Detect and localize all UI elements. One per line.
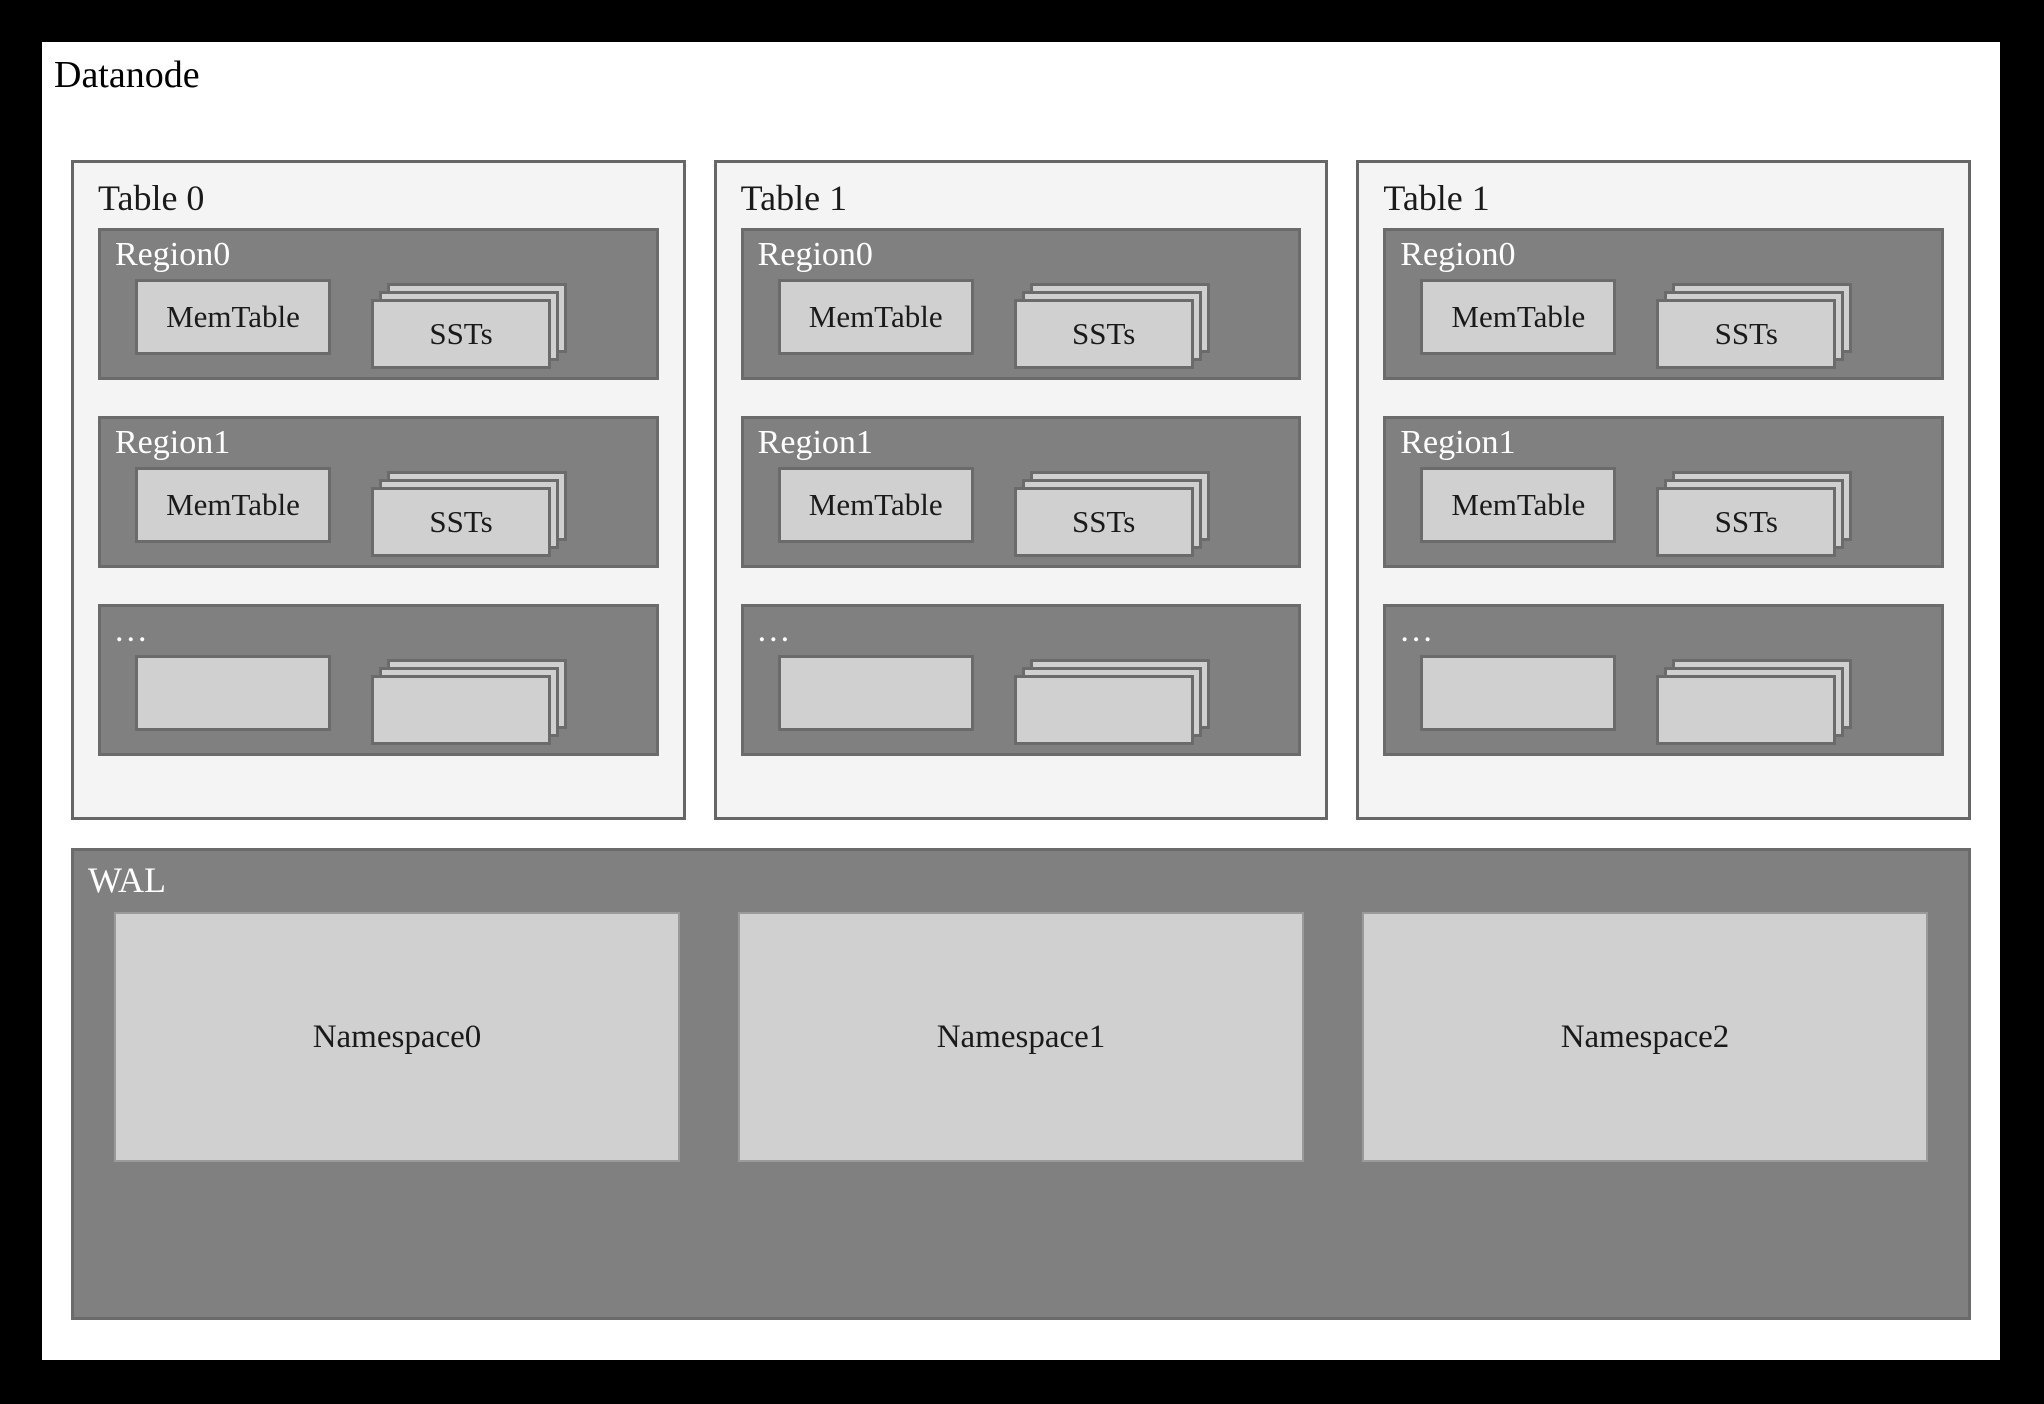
table-title: Table 1 <box>740 178 848 218</box>
region-body: MemTable SSTs <box>101 277 656 371</box>
region-body: MemTable SSTs <box>1386 465 1941 559</box>
sst-stack[interactable]: SSTs <box>371 283 567 371</box>
table-title: Table 1 <box>1383 178 1490 218</box>
region-title: Region0 <box>115 236 231 274</box>
region-body: MemTable SSTs <box>1386 277 1941 371</box>
namespace-row: Namespace0 Namespace1 Namespace2 <box>74 902 1968 1163</box>
table-panel-1[interactable]: Table 1 Region0 MemTable SSTs Region1 Me… <box>713 160 1329 820</box>
region-body: MemTable SSTs <box>744 465 1299 559</box>
sst-layer-front: SSTs <box>1013 487 1194 558</box>
sst-stack[interactable]: SSTs <box>371 471 567 559</box>
region-title: Region0 <box>757 236 873 274</box>
region-block[interactable]: Region0 MemTable SSTs <box>1383 228 1945 381</box>
region-title: Region1 <box>1400 424 1516 462</box>
ellipsis-icon: ... <box>1400 612 1435 650</box>
memtable-box[interactable] <box>777 655 974 732</box>
region-body <box>101 653 656 747</box>
sst-layer-front: SSTs <box>1656 487 1837 558</box>
sst-layer-front: SSTs <box>371 487 551 558</box>
wal-title: WAL <box>88 860 166 900</box>
region-block-ellipsis[interactable]: ... <box>1383 604 1945 757</box>
sst-stack[interactable] <box>1013 659 1210 747</box>
region-body <box>744 653 1299 747</box>
wal-panel[interactable]: WAL Namespace0 Namespace1 Namespace2 <box>71 848 1971 1320</box>
namespace-box[interactable]: Namespace1 <box>738 912 1304 1163</box>
region-block[interactable]: Region0 MemTable SSTs <box>740 228 1302 381</box>
sst-stack[interactable]: SSTs <box>1656 471 1853 559</box>
sst-layer-front: SSTs <box>1013 299 1194 370</box>
table-panel-2[interactable]: Table 1 Region0 MemTable SSTs Region1 Me… <box>1356 160 1972 820</box>
sst-stack[interactable] <box>371 659 567 747</box>
sst-layer-front: SSTs <box>371 299 551 370</box>
memtable-box[interactable]: MemTable <box>777 467 974 544</box>
table-title: Table 0 <box>98 178 205 218</box>
sst-layer-front <box>371 675 551 746</box>
region-block[interactable]: Region1 MemTable SSTs <box>98 416 659 569</box>
page-title: Datanode <box>54 54 200 96</box>
sst-stack[interactable] <box>1656 659 1853 747</box>
sst-stack[interactable]: SSTs <box>1656 283 1853 371</box>
region-body <box>1386 653 1941 747</box>
region-title: Region1 <box>115 424 231 462</box>
region-body: MemTable SSTs <box>744 277 1299 371</box>
ellipsis-icon: ... <box>115 612 150 650</box>
region-body: MemTable SSTs <box>101 465 656 559</box>
region-block[interactable]: Region1 MemTable SSTs <box>740 416 1302 569</box>
sst-layer-front <box>1013 675 1194 746</box>
region-title: Region1 <box>757 424 873 462</box>
sst-layer-front <box>1656 675 1837 746</box>
memtable-box[interactable] <box>135 655 331 732</box>
region-block-ellipsis[interactable]: ... <box>740 604 1302 757</box>
memtable-box[interactable]: MemTable <box>135 279 331 356</box>
memtable-box[interactable]: MemTable <box>1420 467 1617 544</box>
sst-stack[interactable]: SSTs <box>1013 471 1210 559</box>
table-panel-0[interactable]: Table 0 Region0 MemTable SSTs Region1 Me… <box>71 160 686 820</box>
ellipsis-icon: ... <box>757 612 793 650</box>
memtable-box[interactable]: MemTable <box>135 467 331 544</box>
memtable-box[interactable]: MemTable <box>1420 279 1617 356</box>
namespace-box[interactable]: Namespace0 <box>114 912 680 1163</box>
region-title: Region0 <box>1400 236 1516 274</box>
sst-layer-front: SSTs <box>1656 299 1837 370</box>
region-block-ellipsis[interactable]: ... <box>98 604 659 757</box>
memtable-box[interactable]: MemTable <box>777 279 974 356</box>
tables-row: Table 0 Region0 MemTable SSTs Region1 Me… <box>71 160 1972 820</box>
datanode-canvas: Datanode Table 0 Region0 MemTable SSTs R… <box>42 42 2000 1360</box>
region-block[interactable]: Region1 MemTable SSTs <box>1383 416 1945 569</box>
memtable-box[interactable] <box>1420 655 1617 732</box>
sst-stack[interactable]: SSTs <box>1013 283 1210 371</box>
namespace-box[interactable]: Namespace2 <box>1362 912 1928 1163</box>
region-block[interactable]: Region0 MemTable SSTs <box>98 228 659 381</box>
